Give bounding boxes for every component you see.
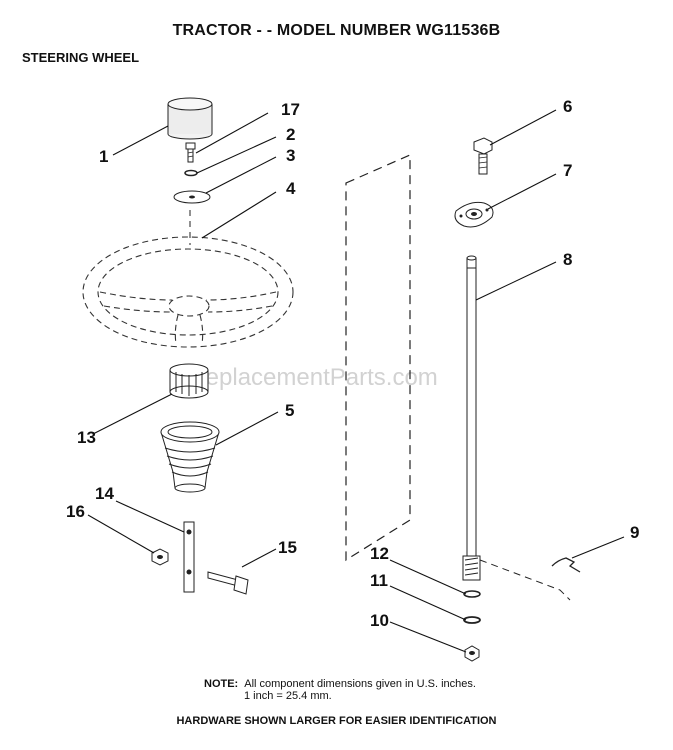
thrust-washer-part <box>463 590 481 598</box>
bolt-part <box>185 142 196 163</box>
callout-9: 9 <box>630 523 639 542</box>
steering-wheel-part <box>82 236 294 348</box>
watermark: eReplacementParts.com <box>175 364 438 391</box>
lock-washer-part <box>184 169 198 177</box>
link-line <box>479 559 571 601</box>
callout-14: 14 <box>95 484 114 503</box>
callout-6: 6 <box>563 97 572 116</box>
hex-bolt-part <box>473 137 493 175</box>
callout-10: 10 <box>370 611 389 630</box>
link-bar-part <box>183 521 195 593</box>
jam-nut-part <box>464 645 480 662</box>
retaining-ring-part <box>463 616 481 624</box>
callout-13: 13 <box>77 428 96 447</box>
callout-5: 5 <box>285 401 294 420</box>
drag-link-part <box>551 557 581 573</box>
note-line-1: All component dimensions given in U.S. i… <box>244 678 476 690</box>
callout-12: 12 <box>370 544 389 563</box>
hardware-footer: HARDWARE SHOWN LARGER FOR EASIER IDENTIF… <box>176 715 497 727</box>
callout-11: 11 <box>370 571 388 590</box>
callout-8: 8 <box>563 250 572 269</box>
note-line-2: 1 inch = 25.4 mm. <box>244 690 332 702</box>
column-outline <box>345 154 411 562</box>
callout-1: 1 <box>99 147 108 166</box>
carriage-bolt-part <box>207 571 249 595</box>
bellows-part <box>160 421 220 493</box>
dimensions-note: NOTE: All component dimensions given in U… <box>204 678 476 702</box>
steering-shaft-part <box>466 255 477 557</box>
section-subtitle: STEERING WHEEL <box>22 50 140 65</box>
callout-16: 16 <box>66 502 85 521</box>
adapter-part <box>169 363 209 399</box>
leader-lines <box>87 109 625 653</box>
callout-15: 15 <box>278 538 297 557</box>
callout-3: 3 <box>286 146 295 165</box>
pinion-gear-part <box>462 555 481 581</box>
flat-washer-part <box>173 190 211 204</box>
flange-bearing-part <box>454 201 494 228</box>
callout-17: 17 <box>281 100 300 119</box>
page-title: TRACTOR - - MODEL NUMBER WG11536B <box>172 22 501 39</box>
callout-7: 7 <box>563 161 572 180</box>
callout-2: 2 <box>286 125 295 144</box>
cap-part <box>167 97 213 140</box>
hex-nut-part <box>151 548 169 566</box>
callout-4: 4 <box>286 179 296 198</box>
note-label: NOTE: <box>204 678 239 690</box>
